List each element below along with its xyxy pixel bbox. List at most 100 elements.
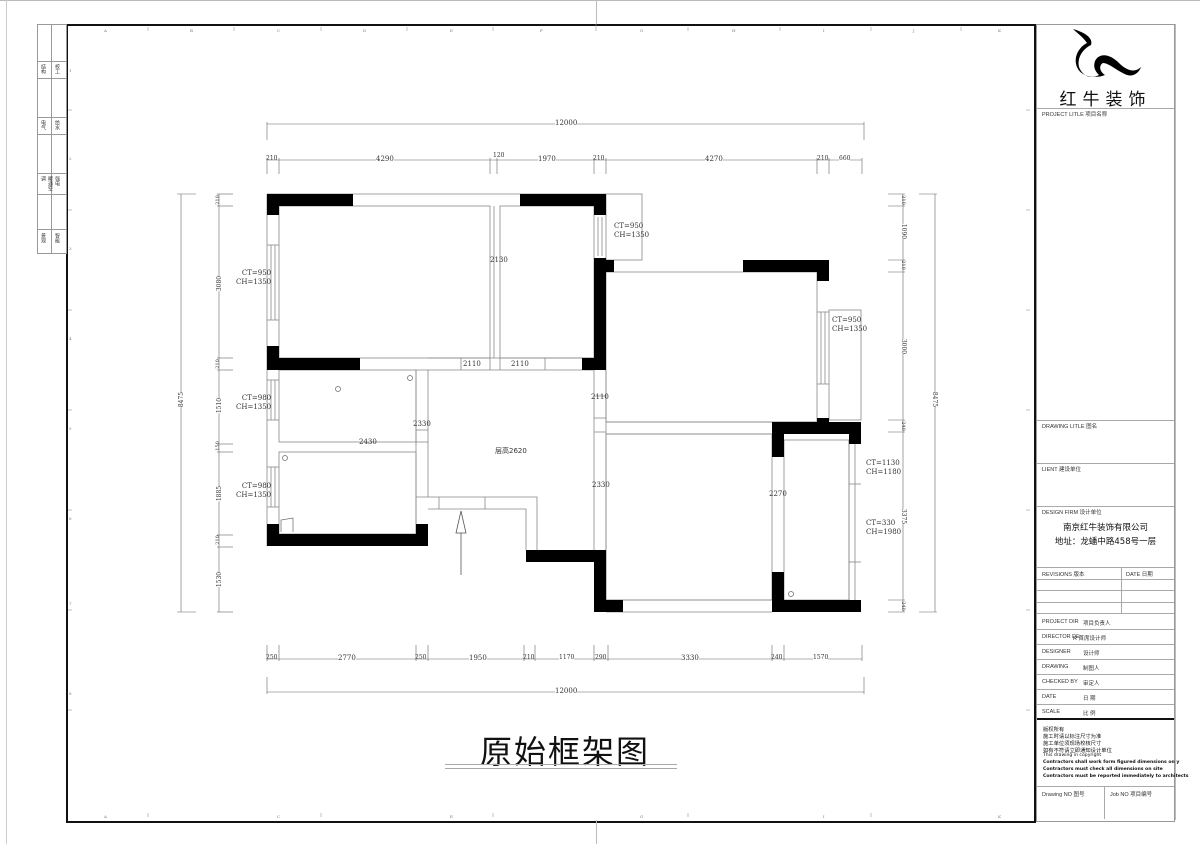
structural-walls [267,194,861,612]
strip-label: 智能 [54,233,60,243]
drawing-title-cell: DRAWING LITLE 图名 [1037,421,1174,464]
dim-bottom-seg: 240 [771,654,783,661]
sheet-outer-line [0,0,1200,1]
strip-label: 电气 [40,120,46,130]
dim-right-seg: 210 [899,195,906,205]
drawing-title-label: DRAWING LITLE 图名 [1042,424,1098,430]
window-ch: CH=1180 [866,468,902,476]
svg-text:7: 7 [69,601,72,606]
director-label: DIRECTOR DE [1042,634,1080,640]
svg-text:C: C [277,28,280,33]
window-ch: CH=1350 [614,231,650,239]
dim-left-seg: 1530 [216,571,224,588]
title-underline [445,764,677,765]
strip-label: 校工 [54,64,60,74]
note-line: Contractors must be reported immediately… [1043,774,1189,779]
grid-tick-marks [68,24,1030,817]
svg-text:3: 3 [69,246,72,251]
dim-interior: 2110 [591,393,609,401]
window-label: CT=980 CH=1350 [236,482,271,500]
checked-row: CHECKED BY 审定人 [1037,675,1174,690]
firm-name: 南京红牛装饰有限公司 [1062,523,1148,533]
revisions-col-divider [1121,568,1122,614]
strip-row: 景观 智能 [38,229,66,253]
dim-bottom-seg: 1570 [813,654,829,661]
dim-right-seg: 240 [899,601,906,611]
window-label: CT=950 CH=1350 [236,269,271,287]
svg-text:4: 4 [69,336,72,341]
window-ch: CH=1980 [866,528,902,536]
window-ch: CH=1350 [236,403,272,411]
dim-interior: 2110 [463,360,481,368]
window-ct: CT=980 [241,394,272,402]
window-label: CT=950 CH=1350 [614,222,649,240]
dim-interior: 2330 [592,481,610,489]
window-label: CT=980 CH=1350 [236,394,271,412]
svg-text:K: K [998,28,1002,33]
dim-interior: 2130 [490,256,508,264]
svg-text:G: G [640,28,643,33]
dim-left-seg: 210 [214,359,221,369]
project-dir-label: PROJECT DIR [1042,619,1079,625]
note-line: 施工单位须现场校核尺寸 [1043,741,1102,747]
dim-bottom-seg: 290 [595,654,607,661]
sheet-fold-mark [596,0,597,24]
dim-left-seg: 210 [214,535,221,545]
design-firm-label: DESIGN FIRM 设计单位 [1042,510,1102,516]
job-no-label: Job NO 项目编号 [1110,792,1153,798]
window-ch: CH=1350 [236,491,272,499]
dim-top-seg: 4290 [376,155,394,163]
dim-top-seg: 1970 [538,155,556,163]
dim-right-seg: 240 [899,421,906,431]
logo-cell: 红牛装饰 [1037,25,1174,110]
brand-name: 红牛装饰 [1059,90,1152,110]
dim-interior: 2110 [511,360,529,368]
svg-text:A: A [103,28,107,33]
room-outlines [266,193,862,613]
entrance-arrow-icon [455,510,467,575]
note-line: This drawing in copyright [1043,753,1102,758]
job-no-cell: Job NO 项目编号 [1105,787,1174,819]
dim-left-seg: 1885 [216,485,224,502]
note-line: 施工时请以标注尺寸为准 [1043,734,1102,740]
bull-logo-icon [1073,29,1141,77]
drawing-no-cell: Drawing NO 图号 [1037,787,1105,819]
dim-top-seg: 4270 [705,155,723,163]
sheet-left-line [6,0,7,844]
svg-text:5: 5 [69,426,72,431]
discipline-strip: 结构 校工 电气 给水 暖通空调 强电 景观 智能 [37,24,67,254]
window-label: CT=950 CH=1350 [832,316,867,334]
svg-text:H: H [732,28,736,33]
dim-left-seg: 150 [214,441,221,451]
director-row: DIRECTOR DE R 首席设计师 [1037,630,1174,645]
svg-text:D: D [363,28,366,33]
checked-label: CHECKED BY [1042,679,1078,685]
project-dir-value: 项目负责人 [1083,621,1111,627]
dim-bottom-seg: 3330 [681,654,699,662]
strip-row: 结构 校工 [38,61,66,79]
project-title-label: PROJECT LITLE 项目名称 [1042,112,1108,118]
note-line: 版权所有 [1043,727,1065,733]
scale-row: SCALE 比 例 [1037,705,1174,720]
director-value: R 首席设计师 [1073,636,1107,642]
window-label: CT=1130 CH=1180 [866,459,901,477]
window-ct: CT=950 [614,222,644,230]
dim-top-seg: 210 [593,155,605,162]
dim-top-seg: 120 [493,152,505,159]
svg-text:J: J [912,28,915,33]
scale-label: SCALE [1042,709,1061,715]
date-value: 日 期 [1083,696,1096,702]
strip-divider [51,25,52,253]
dim-bottom-seg: 210 [523,654,535,661]
svg-text:A: A [103,814,107,819]
strip-label: 强电 [54,176,60,186]
sheet-frame [66,24,1036,823]
sheet-fold-mark-bottom [596,820,597,844]
revision-row [1037,580,1174,591]
drawing-no-label: Drawing NO 图号 [1042,792,1085,798]
svg-text:F: F [540,28,543,33]
strip-label: 结构 [40,64,46,74]
drawing-label: DRAWING [1042,664,1069,670]
svg-text:2: 2 [69,156,72,161]
